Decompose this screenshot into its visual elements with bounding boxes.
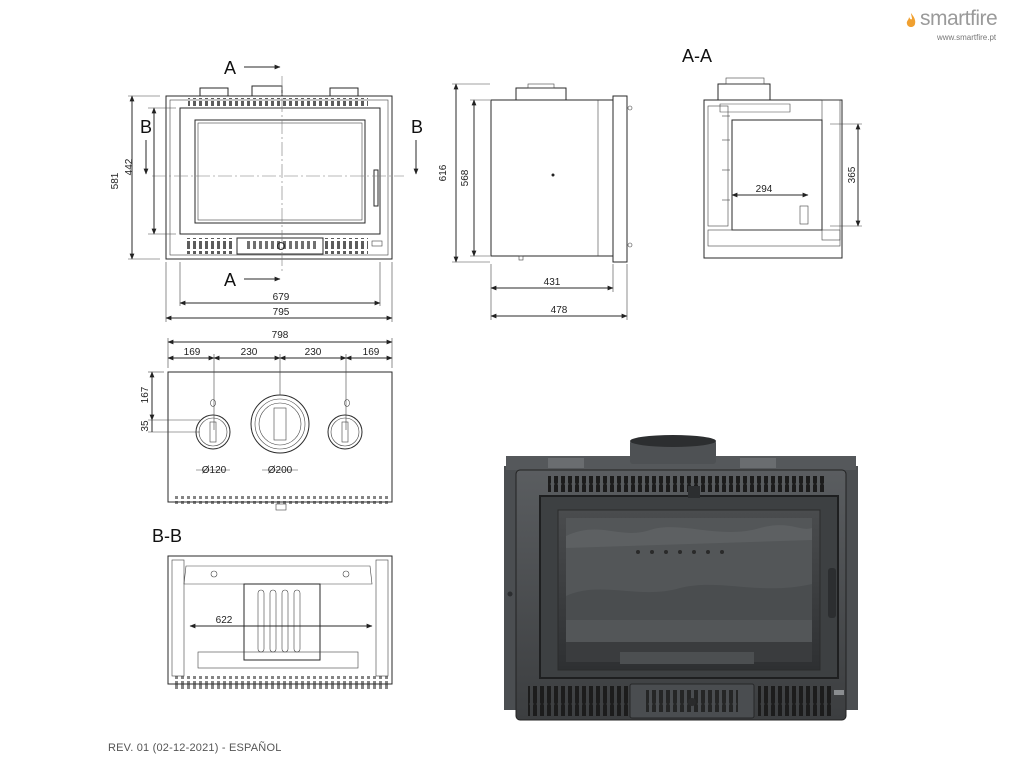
dim-front-679: 679 [273,292,290,303]
front-cut-label-right: B [411,117,423,137]
flame-icon [906,13,916,27]
dim-top-seg-1: 169 [184,347,201,358]
dim-top-d200: Ø200 [268,465,293,476]
section-bb-title: B-B [152,526,182,546]
brand-name: smartfire [920,7,998,30]
brand-url: www.smartfire.pt [937,33,997,42]
section-bb-view [167,555,393,690]
section-aa-dimensions [731,123,862,227]
dim-front-581: 581 [110,172,121,189]
product-render [504,435,858,721]
dim-side-431: 431 [544,277,561,288]
brand-logo: smartfire www.smartfire.pt [904,6,1020,46]
side-dimensions [452,83,628,320]
dim-top-798: 798 [272,330,289,341]
dim-front-442: 442 [124,158,135,175]
section-aa-title: A-A [682,46,712,66]
top-dimensions [148,338,393,471]
front-cut-label-bottom: A [224,270,236,290]
dim-top-seg-4: 169 [363,347,380,358]
side-view [490,83,633,263]
dim-side-478: 478 [551,305,568,316]
section-aa-view [703,77,843,259]
front-view [152,76,404,272]
dim-top-d120: Ø120 [202,465,227,476]
dim-side-616: 616 [438,164,449,181]
dim-top-seg-2: 230 [241,347,258,358]
revision-footer: REV. 01 (02-12-2021) - ESPAÑOL [108,742,282,754]
dim-top-167: 167 [140,386,151,403]
front-cut-label-left: B [140,117,152,137]
front-cut-label-top: A [224,58,236,78]
dim-aa-294: 294 [756,184,773,195]
front-dimensions [128,95,393,322]
dim-aa-365: 365 [847,166,858,183]
dim-top-seg-3: 230 [305,347,322,358]
dim-front-795: 795 [273,307,290,318]
dim-bb-622: 622 [216,615,233,626]
dim-top-35: 35 [140,420,151,432]
dim-side-568: 568 [460,169,471,186]
